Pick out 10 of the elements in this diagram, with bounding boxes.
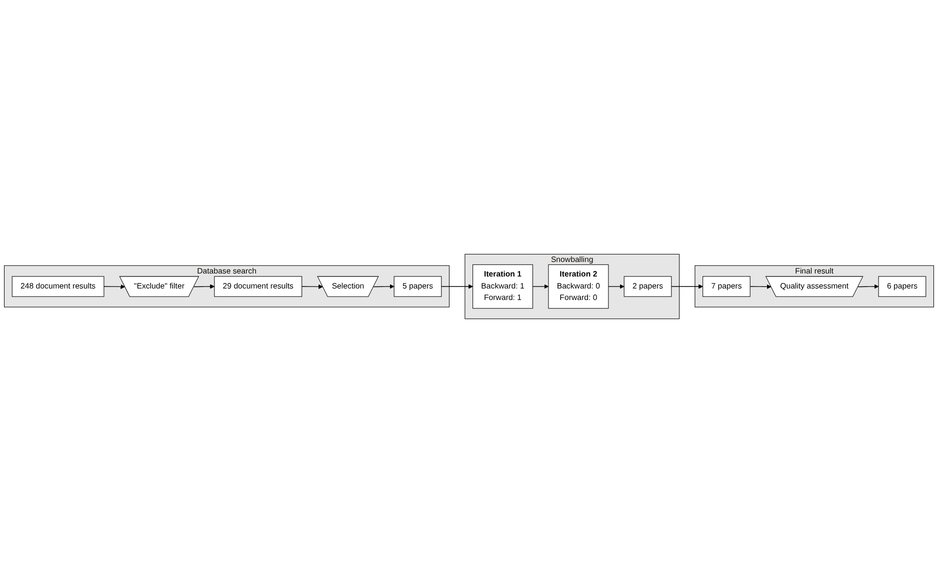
arrow [671, 284, 704, 289]
arrow [441, 284, 473, 289]
arrow [302, 284, 324, 289]
arrow [858, 284, 879, 289]
arrow [104, 284, 126, 289]
arrow [532, 284, 549, 289]
arrow [373, 284, 394, 289]
arrow [194, 284, 215, 289]
arrow [750, 284, 772, 289]
arrow [608, 284, 624, 289]
